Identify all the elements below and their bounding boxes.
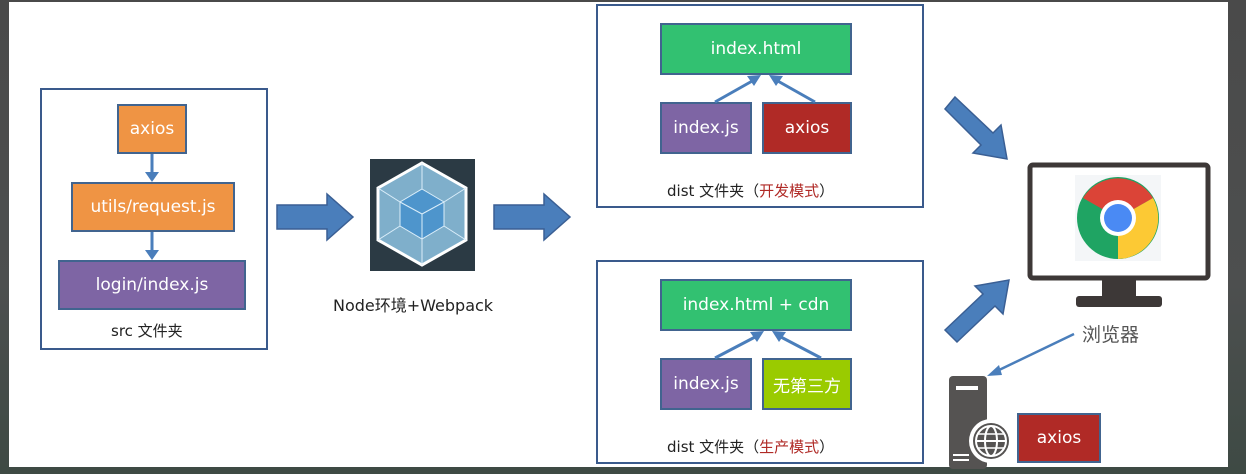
arrow-src-to-webpack — [276, 192, 355, 242]
src-node-login: login/index.js — [58, 260, 246, 310]
diagram-canvas: axios utils/request.js login/index.js sr… — [9, 2, 1228, 469]
chrome-monitor-icon — [1027, 162, 1211, 313]
src-node-request: utils/request.js — [71, 182, 235, 232]
dist-prod-caption: dist 文件夹（生产模式） — [667, 436, 834, 457]
arrow-dev-to-browser — [943, 95, 1008, 160]
src-node-axios: axios — [117, 104, 187, 154]
server-globe-icon — [947, 374, 1013, 469]
dist-dev-index-js: index.js — [660, 102, 752, 154]
arrow-prod-to-browser — [943, 279, 1010, 344]
arrow-webpack-to-dist — [493, 192, 572, 242]
arrow-axios-to-request — [145, 154, 159, 182]
dist-prod-index-html: index.html + cdn — [660, 279, 852, 331]
webpack-icon — [370, 159, 475, 271]
dist-prod-no-third-party: 无第三方 — [762, 358, 852, 410]
dist-dev-index-html: index.html — [660, 23, 852, 75]
dist-prod-caption-suffix: ） — [819, 438, 835, 456]
dist-dev-arrows — [714, 75, 816, 104]
dist-dev-caption: dist 文件夹（开发模式） — [667, 180, 834, 201]
cdn-axios: axios — [1017, 413, 1101, 463]
dist-prod-caption-prefix: dist 文件夹（ — [667, 438, 760, 456]
dist-dev-caption-suffix: ） — [819, 182, 835, 200]
browser-caption: 浏览器 — [1082, 324, 1140, 346]
dist-dev-caption-prefix: dist 文件夹（ — [667, 182, 760, 200]
src-folder-caption: src 文件夹 — [111, 322, 183, 340]
src-arrows — [145, 154, 159, 260]
dist-prod-index-js: index.js — [660, 358, 752, 410]
dist-prod-arrows — [714, 331, 822, 360]
arrow-request-to-login — [145, 232, 159, 260]
dist-dev-mode: 开发模式 — [759, 182, 820, 200]
dist-dev-axios: axios — [762, 102, 852, 154]
dist-prod-mode: 生产模式 — [759, 438, 820, 456]
arrow-browser-to-server — [987, 332, 1075, 376]
webpack-caption: Node环境+Webpack — [333, 296, 494, 315]
